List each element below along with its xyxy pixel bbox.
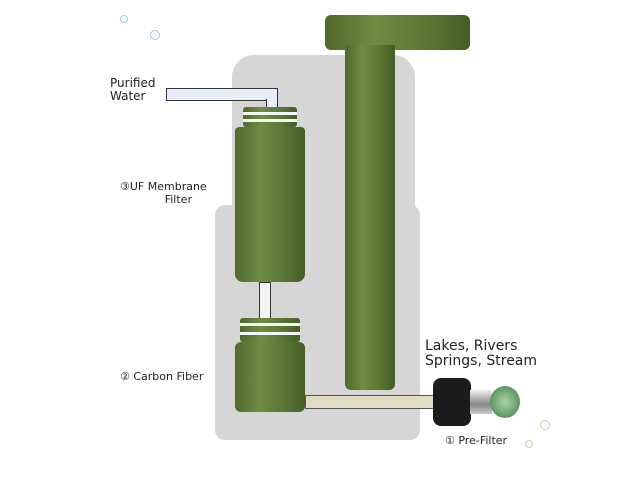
uf-membrane-filter <box>235 127 305 282</box>
purified-water-outlet-pipe <box>166 88 278 101</box>
uf-cap-ring <box>243 119 297 122</box>
water-droplet <box>540 420 550 430</box>
pre-filter-green-tip <box>490 386 520 418</box>
carbon-fiber-label: ② Carbon Fiber <box>120 370 204 383</box>
uf-cap-ring <box>243 112 297 115</box>
pre-filter-label: ① Pre-Filter <box>445 434 508 447</box>
label-line: ③UF Membrane <box>120 180 207 193</box>
connector-tube <box>259 282 271 320</box>
carbon-fiber-filter <box>235 342 305 412</box>
carbon-cap-ring <box>240 332 300 335</box>
water-droplet <box>150 30 160 40</box>
water-droplet <box>120 15 128 23</box>
intake-hose <box>305 395 437 409</box>
carbon-cap-ring <box>240 323 300 326</box>
label-line: Water <box>110 89 146 103</box>
uf-filter-cap <box>243 107 297 127</box>
water-droplet <box>525 440 533 448</box>
label-line: Purified <box>110 76 156 90</box>
pump-handle-bar <box>325 15 470 50</box>
label-line: Springs, Stream <box>425 353 538 369</box>
pre-filter-metal-collar <box>470 390 492 414</box>
label-line: Lakes, Rivers <box>425 338 518 354</box>
pump-piston-stem <box>345 45 395 390</box>
label-line: Filter <box>164 193 192 206</box>
carbon-filter-cap <box>240 318 300 342</box>
pre-filter-sponge <box>433 378 471 426</box>
